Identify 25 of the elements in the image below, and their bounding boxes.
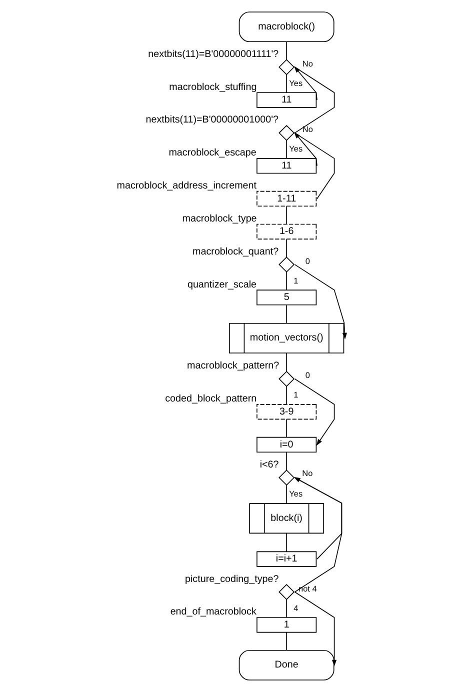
node-label: macroblock_address_increment bbox=[116, 180, 256, 192]
node-label: quantizer_scale bbox=[186, 279, 256, 290]
edge-label: 1 bbox=[293, 390, 298, 400]
edge-label: Yes bbox=[288, 490, 302, 499]
edge-label: Yes bbox=[288, 144, 302, 154]
edge-label: Yes bbox=[288, 78, 302, 88]
node-label: end_of_macroblock bbox=[170, 606, 256, 618]
edge-label: 0 bbox=[304, 371, 310, 380]
edge-label: No bbox=[302, 468, 312, 478]
edge-label: not 4 bbox=[298, 584, 316, 594]
node-label: picture_coding_type? bbox=[184, 574, 278, 585]
node-label: nextbits(11)=B'00000001000'? bbox=[145, 114, 278, 126]
node-label: macroblock_quant? bbox=[192, 246, 278, 258]
edge-label: No bbox=[302, 59, 312, 68]
node-label: macroblock_escape bbox=[168, 148, 256, 159]
edge-label: 0 bbox=[304, 256, 310, 266]
edge-label: 1 bbox=[293, 276, 298, 286]
edge-label: No bbox=[302, 125, 312, 134]
node-label: macroblock_stuffing bbox=[168, 82, 256, 93]
node-label: macroblock_pattern? bbox=[186, 360, 279, 372]
node-label: coded_block_pattern bbox=[164, 394, 256, 405]
node-label: i<6? bbox=[259, 459, 278, 470]
node-label: nextbits(11)=B'00000001111'? bbox=[148, 48, 278, 60]
edge-label: 4 bbox=[293, 604, 298, 613]
node-label: macroblock_type bbox=[182, 213, 256, 224]
